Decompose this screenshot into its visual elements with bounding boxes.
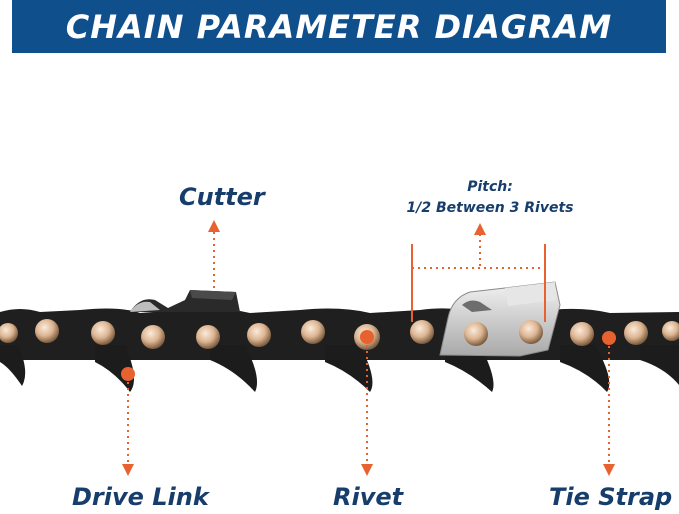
cutter-label: Cutter [179, 183, 265, 211]
arrowheads [122, 220, 615, 476]
pitch-arrow-icon [474, 223, 486, 235]
drive-link-label: Drive Link [72, 483, 209, 511]
pitch-title: Pitch: [467, 179, 513, 195]
pitch-detail: 1/2 Between 3 Rivets [406, 200, 574, 216]
drive-link-arrow-icon [122, 464, 134, 476]
pitch-bracket [411, 244, 546, 322]
chain-body [0, 308, 679, 392]
cutter-tooth-dark [130, 290, 240, 312]
rivet-marker-dot [360, 330, 374, 344]
tie-strap-marker-dot [602, 331, 616, 345]
title-banner: CHAIN PARAMETER DIAGRAM [12, 0, 666, 53]
page-title: CHAIN PARAMETER DIAGRAM [65, 7, 613, 46]
pitch-label: Pitch: 1/2 Between 3 Rivets [380, 177, 600, 219]
leader-lines [127, 232, 610, 463]
tie-strap-arrow-icon [603, 464, 615, 476]
orange-markers [121, 330, 616, 381]
rivet-arrow-icon [361, 464, 373, 476]
cutter-tooth-silver [439, 281, 561, 357]
tie-strap-label: Tie Strap [549, 483, 673, 511]
cutter-arrow-icon [208, 220, 220, 232]
drive-link-marker-dot [121, 367, 135, 381]
rivet-label: Rivet [333, 483, 404, 511]
rivets [0, 319, 679, 350]
